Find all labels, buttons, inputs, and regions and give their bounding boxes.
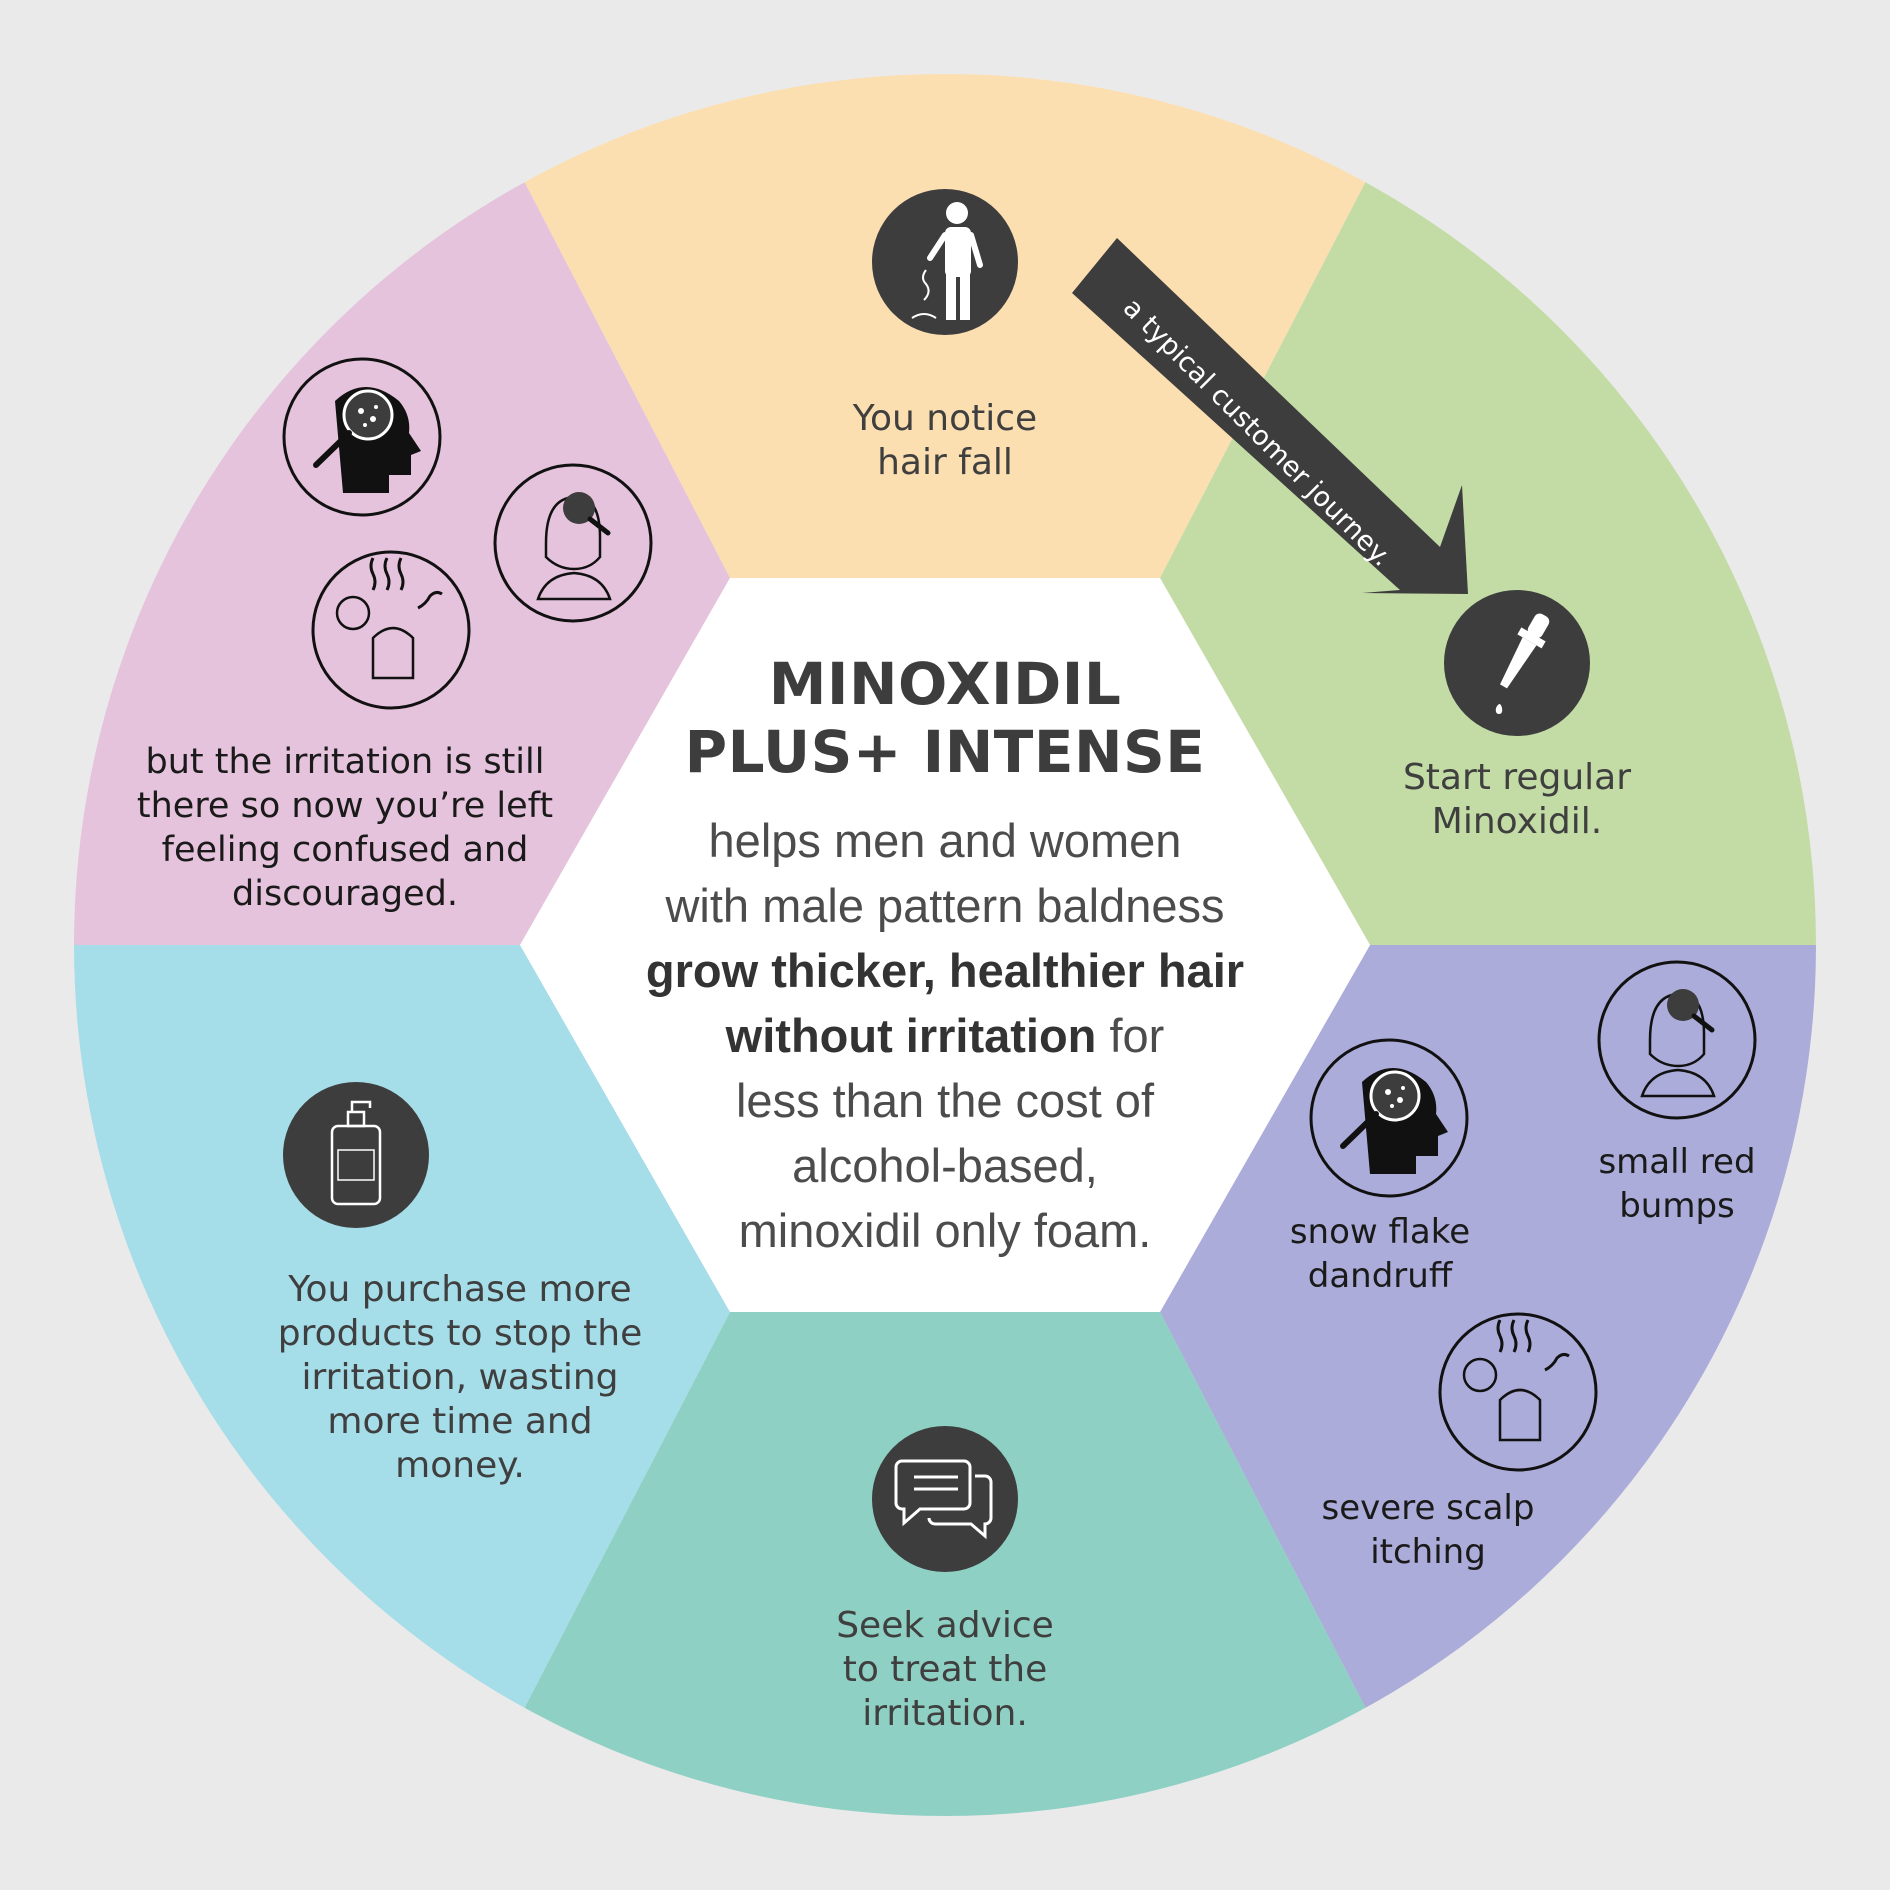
scalp-magnifier-icon	[1309, 1038, 1469, 1198]
stressed-person-icon	[311, 550, 471, 710]
symptom-bumps-label: small red bumps	[1552, 1140, 1802, 1228]
stressed-person-icon	[1438, 1312, 1598, 1472]
center-body-line3-tail: for	[1096, 1009, 1165, 1062]
scalp-magnifier-icon	[282, 357, 442, 517]
chat-bubbles-icon	[872, 1426, 1018, 1572]
step-purchase-label: You purchase more products to stop the i…	[250, 1268, 670, 1488]
center-body: helps men and women with male pattern ba…	[560, 808, 1330, 1263]
center-body-bold1: grow thicker, healthier hair	[645, 944, 1245, 997]
center-body-line1: helps men and women	[708, 814, 1182, 867]
center-title: MINOXIDIL PLUS+ INTENSE	[560, 650, 1330, 786]
symptom-dandruff-line2: dandruff	[1307, 1256, 1453, 1296]
center-message: MINOXIDIL PLUS+ INTENSE helps men and wo…	[560, 650, 1330, 1263]
symptom-bumps-line1: small red	[1598, 1142, 1756, 1182]
segment-advice	[430, 1312, 1460, 1816]
step-start-line2: Minoxidil.	[1431, 801, 1603, 842]
symptom-dandruff-label: snow flake dandruff	[1255, 1210, 1505, 1298]
hair-loss-person-icon	[872, 189, 1018, 335]
step-purchase-line1: You purchase more	[288, 1269, 632, 1310]
step-hair-fall-line1: You notice	[852, 398, 1038, 439]
woman-rash-icon	[493, 463, 653, 623]
step-advice-line3: irritation.	[862, 1693, 1028, 1734]
step-confused-line3: feeling confused and	[161, 830, 529, 870]
center-hexagon	[520, 578, 1370, 1312]
dropper-icon	[1444, 590, 1590, 736]
step-confused-line4: discouraged.	[232, 874, 458, 914]
symptom-itching-line2: itching	[1370, 1532, 1486, 1572]
step-confused-line2: there so now you’re left	[136, 786, 554, 826]
symptom-dandruff-line1: snow flake	[1289, 1212, 1471, 1252]
step-confused-label: but the irritation is still there so now…	[120, 740, 570, 916]
step-purchase-line2: products to stop the	[277, 1313, 643, 1354]
step-advice-label: Seek advice to treat the irritation.	[795, 1604, 1095, 1736]
center-body-bold2: without irritation	[725, 1009, 1097, 1062]
step-advice-line1: Seek advice	[836, 1605, 1054, 1646]
symptom-bumps-line2: bumps	[1619, 1186, 1735, 1226]
step-advice-line2: to treat the	[842, 1649, 1048, 1690]
step-purchase-line4: more time and	[327, 1401, 593, 1442]
step-start-line1: Start regular	[1402, 757, 1632, 798]
symptom-itching-label: severe scalp itching	[1288, 1486, 1568, 1574]
center-title-line2: PLUS+ INTENSE	[684, 718, 1206, 786]
symptom-itching-line1: severe scalp	[1321, 1488, 1535, 1528]
center-body-line5: alcohol-based,	[792, 1139, 1098, 1192]
step-hair-fall-label: You notice hair fall	[785, 397, 1105, 485]
shampoo-bottle-icon	[283, 1082, 429, 1228]
center-title-line1: MINOXIDIL	[768, 650, 1122, 718]
journey-arrow	[1072, 238, 1468, 594]
step-start-label: Start regular Minoxidil.	[1357, 756, 1677, 844]
step-purchase-line5: money.	[395, 1445, 525, 1486]
step-purchase-line3: irritation, wasting	[301, 1357, 619, 1398]
woman-rash-icon	[1597, 960, 1757, 1120]
center-body-line2: with male pattern baldness	[665, 879, 1225, 932]
center-body-line6: minoxidil only foam.	[738, 1204, 1152, 1257]
center-body-line4: less than the cost of	[735, 1074, 1155, 1127]
step-hair-fall-line2: hair fall	[877, 442, 1013, 483]
step-confused-line1: but the irritation is still	[145, 742, 545, 782]
